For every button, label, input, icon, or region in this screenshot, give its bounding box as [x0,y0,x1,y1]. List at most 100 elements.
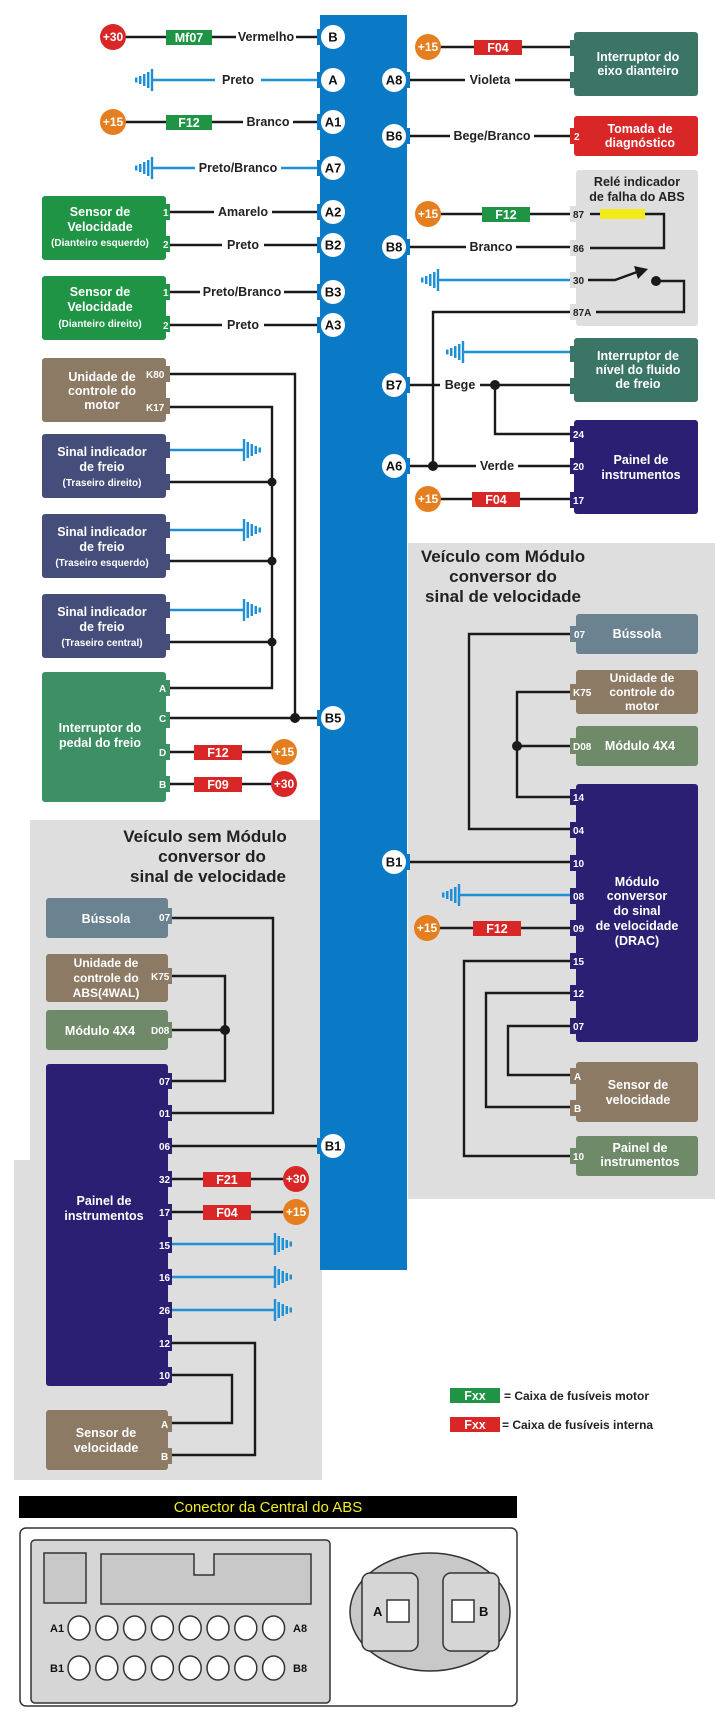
connector-label: A6 [386,459,403,474]
wire [172,916,275,1115]
power-15-terminal [100,109,126,135]
box-title: instrumentos [64,1209,143,1223]
instrument-cluster-without-module: Painel de instrumentos 07 01 06 32 17 15… [46,1064,172,1386]
connector-label: B8 [386,240,403,255]
compass-module: 07 Bússola [570,614,698,654]
splice-dot [428,461,438,471]
power-label: +15 [418,492,439,506]
box-title: conversor [607,889,668,903]
pin-hole-b8 [261,1655,286,1681]
pin-label: 10 [159,1371,171,1382]
section-heading: sinal de velocidade [130,867,286,886]
engine-control-unit: Unidade de controle do motor K80 K17 [42,358,170,422]
fuse-engine-box [166,30,212,45]
ground-icon [133,155,154,181]
connector-title-bar [19,1496,517,1518]
box-title: Unidade de [610,671,675,685]
power-label: +15 [286,1205,307,1219]
wire-color-label: Vermelho [238,30,295,44]
power-15-terminal [414,915,440,941]
fuse-internal-box [472,492,520,507]
connector-label: B1 [325,1139,342,1154]
brake-indicator-rear-center: Sinal indicador de freio (Traseiro centr… [42,594,170,658]
connector-badge-a3: A3 [317,313,345,337]
connector-badge-b2: B2 [317,233,345,257]
wire [588,270,638,282]
splice-dot [267,556,277,566]
pin-label: D [159,748,166,759]
box-subtitle: (Traseiro esquerdo) [55,558,148,569]
connector-badge-b1_left: B1 [317,1134,345,1158]
box-title: Velocidade [67,300,132,314]
pin-label: K17 [146,403,165,414]
pin-label: B [159,780,166,791]
connector-label: A2 [325,205,342,220]
pin-hole-a2 [95,1615,119,1641]
pin-label: 04 [573,826,585,837]
ground-icon [444,339,465,365]
box-title: eixo dianteiro [597,64,679,78]
connector-badge-a7: A7 [317,156,345,180]
brake-indicator-rear-right: Sinal indicador de freio (Traseiro direi… [42,434,170,498]
fuse-internal-box [203,1205,251,1220]
box-subtitle: (Traseiro central) [61,638,142,649]
pin-label: 87A [573,308,591,319]
power-15-terminal [415,486,441,512]
instrument-cluster: Painel de instrumentos 24 20 17 [570,420,698,514]
connector-badge-b7: B7 [382,373,410,397]
box-title: velocidade [74,1441,139,1455]
splice-dot [512,741,522,751]
box-title: velocidade [606,1093,671,1107]
connector-badge-a: A [317,68,345,92]
fuse-label: F04 [485,493,507,507]
wire-color-label: Preto/Branco [199,161,278,175]
pin-label: 24 [573,430,585,441]
box-title: diagnóstico [605,136,676,150]
pin-hole-b5 [178,1655,202,1681]
pin-row-label: B8 [293,1663,307,1675]
box-title: de freio [615,377,661,391]
box-title: instrumentos [601,468,680,482]
splice-dot [267,477,277,487]
box-title: de velocidade [596,919,679,933]
power-30-terminal [271,771,297,797]
instrument-cluster-with-module: 10 Painel de instrumentos [570,1136,698,1176]
fuse-engine-box [482,207,530,222]
fuse-label: F12 [486,922,508,936]
pin-row-label: A8 [293,1623,307,1635]
pin-label: A [574,1072,581,1083]
connector-badge-b1_right: B1 [382,850,410,874]
power-label: +15 [418,40,439,54]
wire-color-label: Preto [227,238,259,252]
pin-label: 07 [574,630,586,641]
box-title: Módulo [615,875,660,889]
brake-fluid-level-switch: Interruptor de nível do fluido de freio [570,338,698,402]
relay-coil [600,209,645,219]
power-label: +15 [417,921,438,935]
power-label: +15 [274,745,295,759]
box-title: motor [84,398,120,412]
splice-dot [220,1025,230,1035]
connector-badge-b3: B3 [317,280,345,304]
pin-hole-a7 [234,1615,258,1641]
pin-label: 1 [163,208,169,219]
plug-label: A [373,1604,383,1619]
pin-hole-b3 [122,1655,147,1681]
pin-label: B [574,1104,581,1115]
pin-label: 26 [159,1306,171,1317]
pin-label: 17 [573,496,585,507]
connector-label: A3 [325,318,342,333]
box-title: de freio [79,460,125,474]
box-title: do sinal [613,904,660,918]
pin-hole-a4 [150,1615,175,1641]
front-axle-switch: Interruptor do eixo dianteiro [570,32,698,96]
ground-icon [419,267,440,293]
box-title: Velocidade [67,220,132,234]
wire [172,1373,234,1425]
section-heading: sinal de velocidade [425,587,581,606]
fuse-label: F12 [178,116,200,130]
box-title: Módulo 4X4 [605,739,675,753]
fuse-label: Mf07 [175,31,204,45]
section-heading: conversor do [449,567,557,586]
box-title: nível do fluido [596,363,681,377]
